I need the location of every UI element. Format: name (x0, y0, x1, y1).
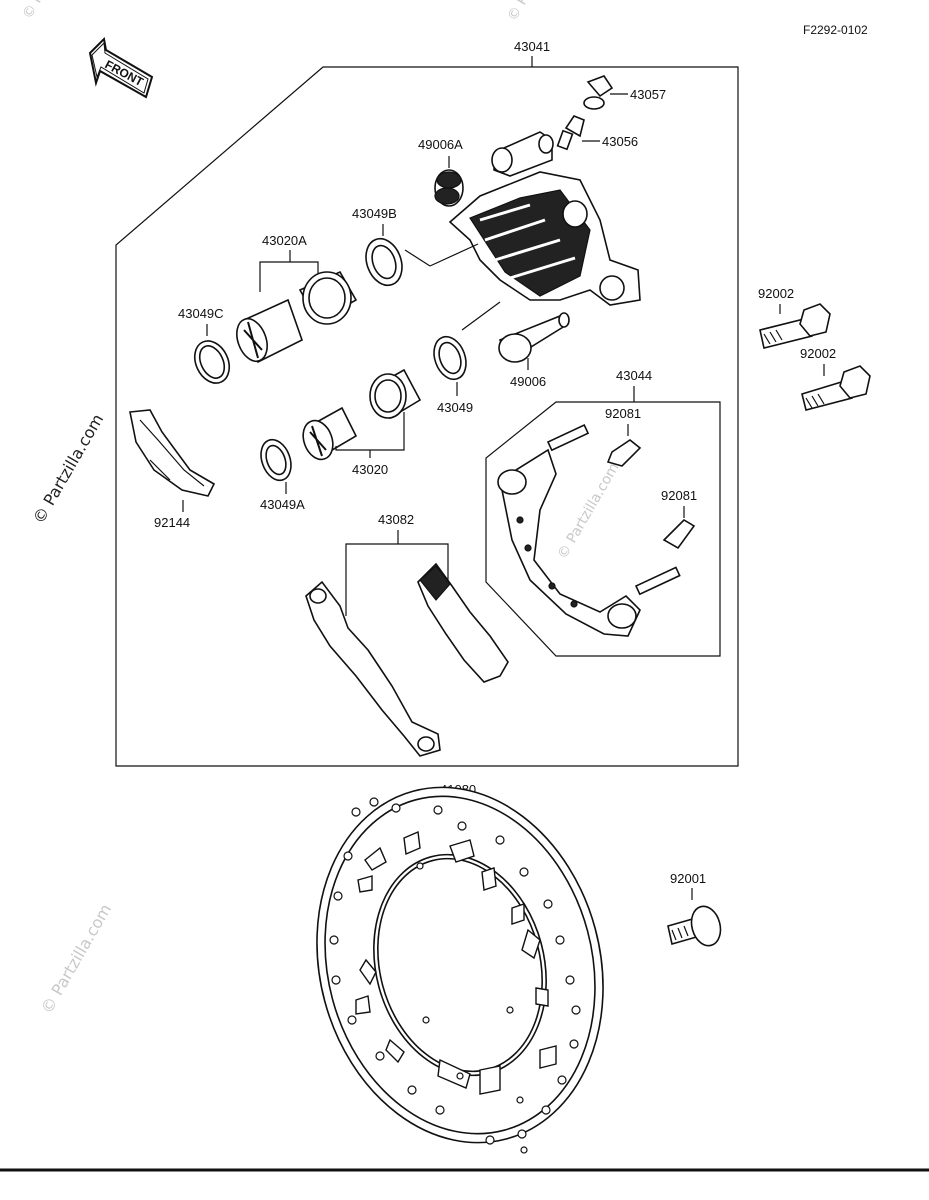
label-92001: 92001 (670, 871, 706, 886)
brake-pad-outer (417, 562, 509, 683)
bracket-pin-92081-bottom (662, 518, 696, 550)
diagram-code: F2292-0102 (803, 23, 868, 37)
bolt-92002-top (759, 303, 831, 349)
brake-pad-inner (305, 580, 441, 757)
label-43041: 43041 (514, 39, 550, 54)
label-43049: 43049 (437, 400, 473, 415)
watermark-main: © Partzilla.com (29, 411, 107, 527)
label-43057: 43057 (630, 87, 666, 102)
front-arrow-icon: FRONT (88, 36, 154, 99)
label-92002-top: 92002 (758, 286, 794, 301)
label-92081-bottom: 92081 (661, 488, 697, 503)
label-43020A: 43020A (262, 233, 307, 248)
slide-pin-49006 (498, 312, 570, 363)
pad-spring-92144 (129, 409, 216, 497)
brake-disc-41080 (316, 786, 604, 1154)
piston-43020 (302, 368, 422, 461)
label-92002-bottom: 92002 (800, 346, 836, 361)
bracket-group-outline (485, 401, 721, 657)
label-49006: 49006 (510, 374, 546, 389)
watermark-top-left: © Partzilla.com (20, 0, 88, 22)
label-43020: 43020 (352, 462, 388, 477)
label-43044: 43044 (616, 368, 652, 383)
disc-screw-92001 (667, 905, 722, 947)
piston-43020A (236, 270, 358, 364)
label-43049A: 43049A (260, 497, 305, 512)
label-49006A: 49006A (418, 137, 463, 152)
label-43049C: 43049C (178, 306, 224, 321)
watermark-middle: © Partzilla.com (555, 460, 623, 562)
bleeder-cap (583, 75, 628, 110)
watermark-top-center: © Partzilla.com (505, 0, 573, 24)
label-43082: 43082 (378, 512, 414, 527)
label-43056: 43056 (602, 134, 638, 149)
caliper-assembly-outline (115, 66, 739, 767)
piston-seal-43049A (260, 438, 292, 482)
bleeder-valve (556, 115, 600, 151)
bolt-92002-bottom (801, 365, 871, 411)
watermark-bottom-left: © Partzilla.com (37, 901, 115, 1017)
piston-seal-43049 (433, 335, 467, 381)
piston-seal-43049C (193, 340, 231, 384)
label-92144: 92144 (154, 515, 190, 530)
caliper-bracket-43044 (497, 424, 681, 637)
label-92081-top: 92081 (605, 406, 641, 421)
piston-seal-43049B (365, 237, 403, 287)
bracket-pin-92081-top (606, 439, 642, 467)
caliper-body (448, 131, 641, 306)
label-43049B: 43049B (352, 206, 397, 221)
dust-boot-49006A (434, 169, 464, 207)
